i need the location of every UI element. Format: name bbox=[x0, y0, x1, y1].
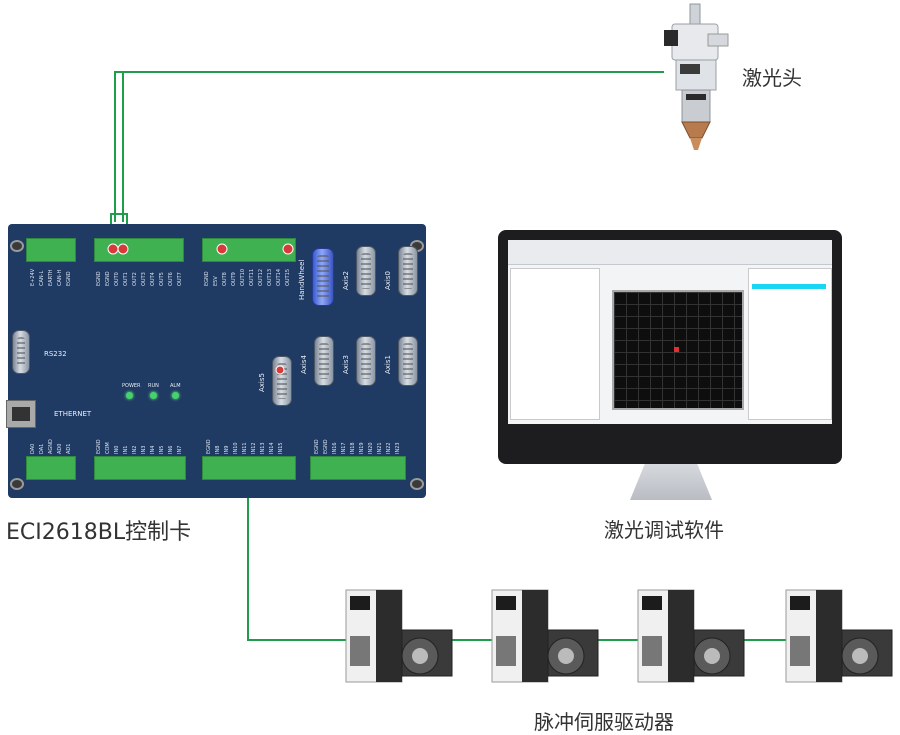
run-led-label: RUN bbox=[148, 383, 159, 389]
axis3-label: Axis3 bbox=[342, 355, 350, 374]
rs232-connector bbox=[12, 330, 30, 374]
monitor-stand bbox=[630, 464, 712, 500]
software-toolbar bbox=[508, 240, 832, 265]
controller-caption: ECI2618BL控制卡 bbox=[6, 520, 192, 545]
axis2-connector bbox=[356, 246, 376, 296]
ethernet-label: ETHERNET bbox=[54, 410, 92, 418]
terminal-block-bottom-b bbox=[94, 456, 186, 480]
alm-led bbox=[172, 392, 179, 399]
alm-led-label: ALM bbox=[170, 383, 181, 389]
laser-head-image bbox=[664, 3, 729, 150]
axis3-connector bbox=[356, 336, 376, 386]
software-left-panel bbox=[510, 268, 600, 420]
laser-head-wire bbox=[114, 71, 664, 222]
rs232-label: RS232 bbox=[44, 350, 67, 358]
terminal-block-bottom-a bbox=[26, 456, 76, 480]
axis2-label: Axis2 bbox=[342, 271, 350, 290]
axis1-connector bbox=[398, 336, 418, 386]
axis0-connector bbox=[398, 246, 418, 296]
terminal-block-top-left bbox=[26, 238, 76, 262]
axis5-label: Axis5 bbox=[258, 373, 266, 392]
axis0-label: Axis0 bbox=[384, 271, 392, 290]
software-right-panel bbox=[748, 268, 832, 420]
axis4-label: Axis4 bbox=[300, 355, 308, 374]
handwheel-connector bbox=[312, 248, 334, 306]
software-screen bbox=[508, 240, 832, 424]
power-led bbox=[126, 392, 133, 399]
axis5-marker bbox=[275, 365, 285, 375]
screw-icon bbox=[10, 478, 24, 490]
software-caption: 激光调试软件 bbox=[604, 518, 724, 542]
screw-icon bbox=[10, 240, 24, 252]
axis4-connector bbox=[314, 336, 334, 386]
terminal-block-bottom-c bbox=[202, 456, 296, 480]
terminal-block-bottom-d bbox=[310, 456, 406, 480]
run-led bbox=[150, 392, 157, 399]
output-pin-markers bbox=[107, 243, 294, 255]
power-led-label: POWER bbox=[122, 383, 141, 389]
ethernet-port bbox=[6, 400, 36, 428]
axis1-label: Axis1 bbox=[384, 355, 392, 374]
highlighted-row bbox=[752, 284, 826, 289]
drivers-caption: 脉冲伺服驱动器 bbox=[534, 710, 674, 734]
canvas-center-marker bbox=[674, 347, 679, 352]
handwheel-label: HandWheel bbox=[298, 259, 306, 300]
laser-head-caption: 激光头 bbox=[742, 66, 802, 90]
screw-icon bbox=[410, 478, 424, 490]
